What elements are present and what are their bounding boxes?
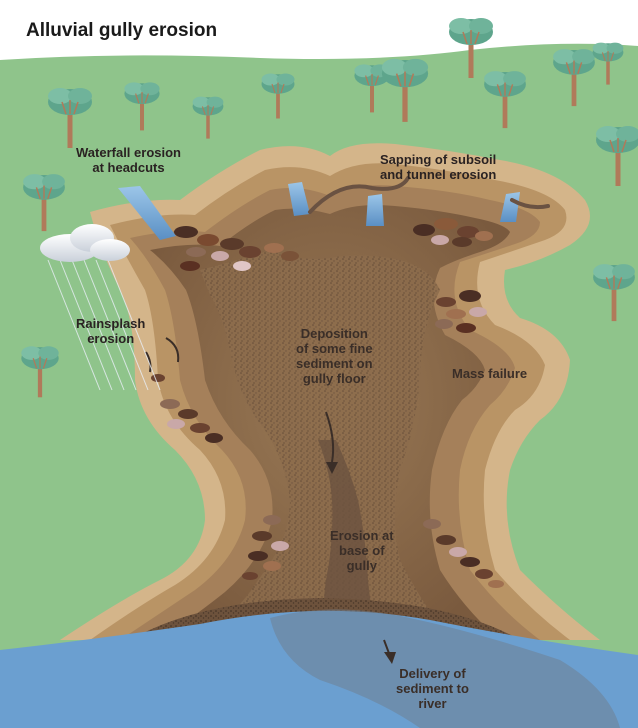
diagram-title: Alluvial gully erosion bbox=[26, 20, 217, 42]
label-mass-failure: Mass failure bbox=[452, 366, 527, 381]
